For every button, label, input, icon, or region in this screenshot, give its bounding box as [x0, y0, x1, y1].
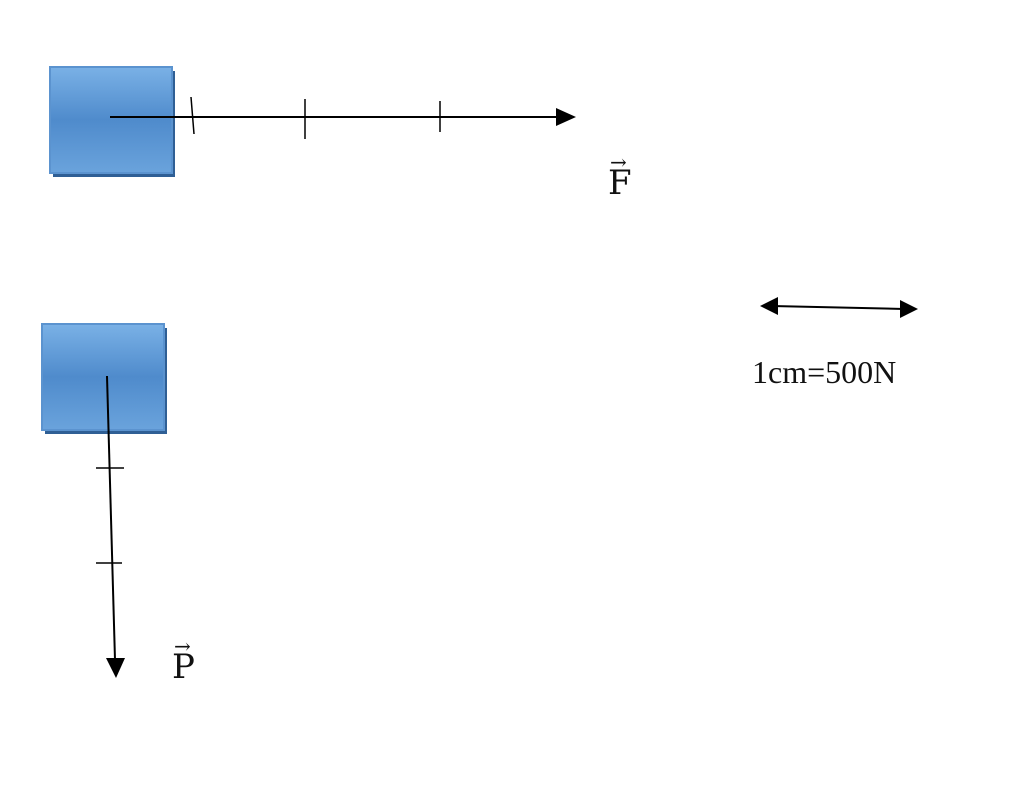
- vector-p-symbol: P: [172, 647, 195, 687]
- vector-f-label: → F: [608, 152, 632, 203]
- vector-f-tick-1: [190, 96, 195, 135]
- vector-p-arrow-mark: →: [174, 634, 191, 658]
- vector-p-label: → P: [172, 636, 195, 687]
- block-p: [41, 323, 167, 434]
- block-f: [49, 66, 175, 177]
- vector-p-arrow: [96, 375, 125, 678]
- scale-label: 1cm=500N: [752, 354, 897, 390]
- vector-f-arrow-mark: →: [610, 150, 627, 174]
- vector-f-symbol: F: [608, 163, 632, 203]
- scale-arrow: [760, 297, 918, 318]
- vector-f-arrow: [110, 96, 576, 139]
